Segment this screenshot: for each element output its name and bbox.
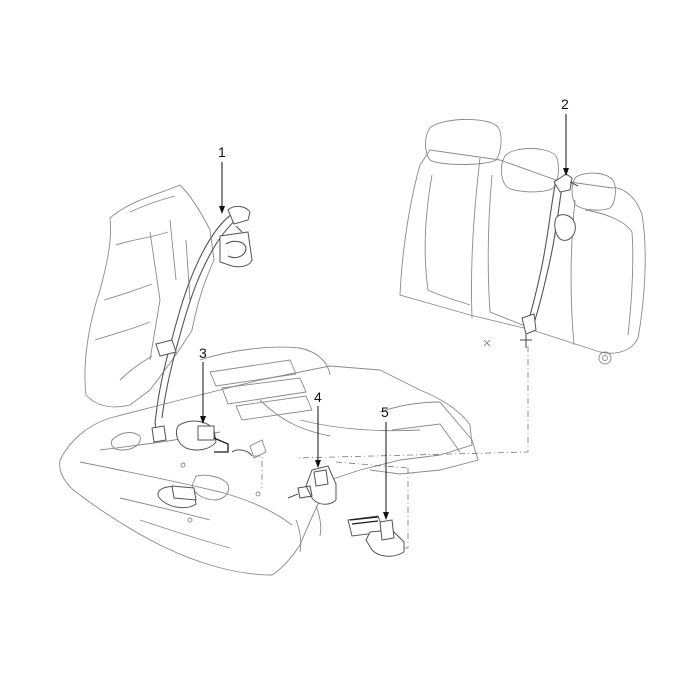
callout-2: 2 [561,96,569,176]
rear-seat-back [399,118,646,365]
floor-buckle-left [157,485,197,509]
buckle-assembly-item-5 [347,515,405,557]
luggage-floor [369,401,479,475]
callout-1: 1 [218,144,226,214]
buckle-assembly-item-4 [287,465,337,505]
center-seat-belt-assembly [520,173,579,348]
callout-4-label: 4 [314,389,322,405]
callout-5-label: 5 [381,404,389,420]
rear-left-seat-belt-assembly [151,205,253,443]
buckle-assembly-item-3 [175,420,253,457]
callout-3-label: 3 [199,345,207,361]
connection-lines [254,346,529,549]
callout-1-label: 1 [218,144,226,160]
callout-5: 5 [381,404,389,520]
callout-4: 4 [314,389,322,468]
callout-2-label: 2 [561,96,569,112]
floor-pan [59,346,473,576]
rear-pillar-trim [84,184,215,408]
callout-3: 3 [199,345,207,424]
